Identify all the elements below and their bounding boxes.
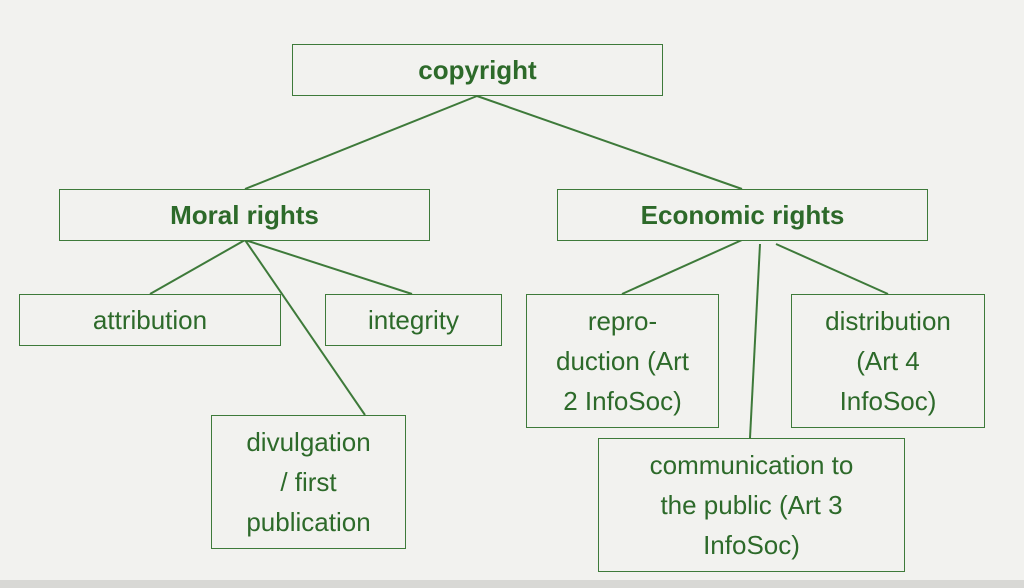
edge-moral-rights-attribution xyxy=(149,239,246,295)
node-integrity: integrity xyxy=(325,294,502,346)
edge-copyright-economic-rights xyxy=(476,95,743,190)
node-communication: communication to the public (Art 3 InfoS… xyxy=(598,438,905,572)
edge-economic-rights-reproduction xyxy=(621,239,743,295)
edge-economic-rights-distribution xyxy=(775,243,889,295)
edge-moral-rights-integrity xyxy=(244,239,413,295)
edge-economic-rights-communication xyxy=(749,243,761,439)
node-economic-rights: Economic rights xyxy=(557,189,928,241)
edge-copyright-moral-rights xyxy=(244,95,478,190)
node-copyright: copyright xyxy=(292,44,663,96)
node-reproduction: repro- duction (Art 2 InfoSoc) xyxy=(526,294,719,428)
node-distribution: distribution (Art 4 InfoSoc) xyxy=(791,294,985,428)
node-attribution: attribution xyxy=(19,294,281,346)
node-divulgation: divulgation / first publication xyxy=(211,415,406,549)
bottom-edge-divider xyxy=(0,580,1024,588)
edge-moral-rights-divulgation xyxy=(244,239,366,416)
node-moral-rights: Moral rights xyxy=(59,189,430,241)
